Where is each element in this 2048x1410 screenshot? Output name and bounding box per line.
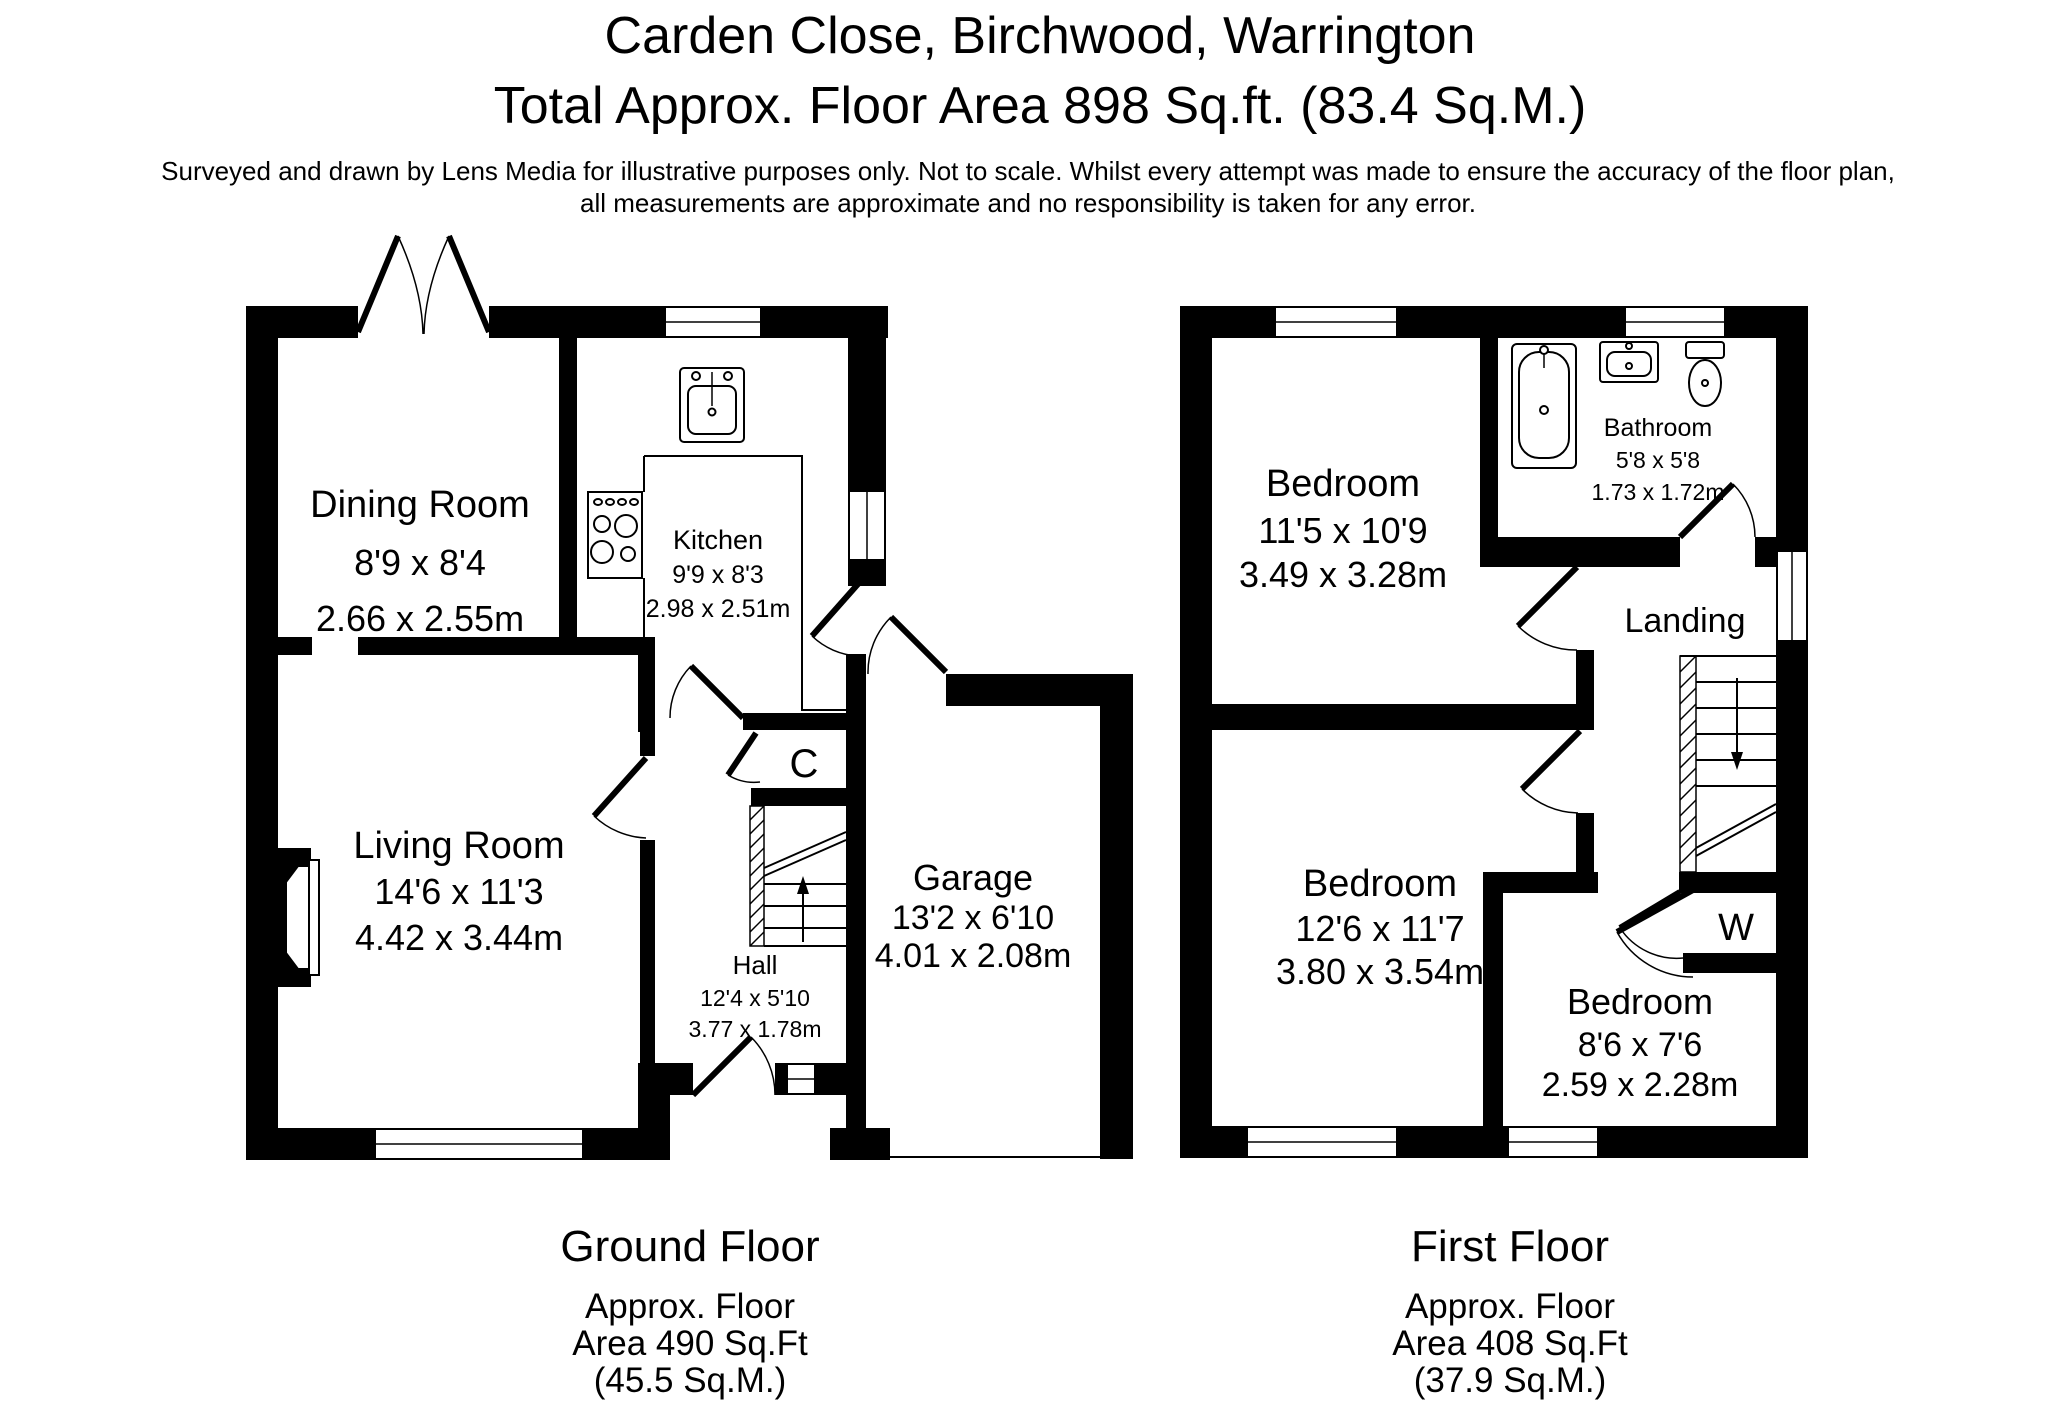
toilet <box>1685 341 1725 407</box>
bedroom3-door <box>1615 887 1695 978</box>
first-floor-area: Approx. Floor Area 408 Sq.Ft (37.9 Sq.M.… <box>1210 1288 1810 1399</box>
kitchen-metric: 2.98 x 2.51m <box>646 595 791 623</box>
living-room-metric: 4.42 x 3.44m <box>355 917 563 958</box>
ground-floor-doors <box>355 234 949 1098</box>
page-subtitle: Total Approx. Floor Area 898 Sq.ft. (83.… <box>493 77 1587 135</box>
ground-floor-area-line1: Approx. Floor <box>584 1287 796 1326</box>
first-floor-windows <box>1246 306 1808 1158</box>
first-floor-room-labels: Bedroom 11'5 x 10'9 3.49 x 3.28m Bathroo… <box>1239 414 1754 1104</box>
ground-floor-label: Ground Floor <box>560 1222 820 1271</box>
kitchen-imperial: 9'9 x 8'3 <box>672 561 764 589</box>
ground-floor-walls <box>246 306 1133 1160</box>
hall-name: Hall <box>733 950 778 980</box>
bedroom2-bottom-window <box>1246 1126 1398 1158</box>
first-floor-plan: Bedroom 11'5 x 10'9 3.49 x 3.28m Bathroo… <box>1180 306 1808 1158</box>
first-floor-area-line1: Approx. Floor <box>1404 1287 1616 1326</box>
kitchen-stove <box>587 491 643 579</box>
first-floor-doors <box>1515 481 1756 978</box>
ground-floor-area-line3: (45.5 Sq.M.) <box>593 1361 787 1400</box>
wardrobe-label: W <box>1718 907 1754 949</box>
ground-floor-area-line2: Area 490 Sq.Ft <box>572 1324 808 1363</box>
bathroom-name: Bathroom <box>1604 414 1712 442</box>
hall-imperial: 12'4 x 5'10 <box>700 985 810 1011</box>
first-floor-label: First Floor <box>1411 1222 1609 1271</box>
hall-passage-door <box>669 663 746 721</box>
stairs-down-arrow <box>1731 678 1743 770</box>
bathroom-door <box>1677 481 1756 540</box>
garage-name: Garage <box>913 857 1033 898</box>
bathroom-fixtures <box>1511 341 1725 469</box>
bathroom-metric: 1.73 x 1.72m <box>1592 479 1725 505</box>
bathroom-imperial: 5'8 x 5'8 <box>1616 447 1700 473</box>
landing-name: Landing <box>1624 602 1745 640</box>
kitchen-fixtures <box>587 367 848 711</box>
dining-room-metric: 2.66 x 2.55m <box>316 598 524 639</box>
bedroom1-name: Bedroom <box>1266 463 1420 505</box>
dining-room-name: Dining Room <box>310 484 530 526</box>
kitchen-top-window <box>664 306 762 338</box>
kitchen-sink <box>679 367 745 443</box>
ground-floor-room-labels: Dining Room 8'9 x 8'4 2.66 x 2.55m Kitch… <box>310 484 1071 1042</box>
bedroom3-name: Bedroom <box>1567 981 1713 1022</box>
bedroom3-imperial: 8'6 x 7'6 <box>1578 1026 1703 1064</box>
landing-side-window <box>1776 550 1808 642</box>
kitchen-name: Kitchen <box>673 525 763 555</box>
bedroom2-imperial: 12'6 x 11'7 <box>1295 908 1464 949</box>
living-room-imperial: 14'6 x 11'3 <box>374 871 543 912</box>
bedroom2-door <box>1519 728 1583 814</box>
bedroom2-name: Bedroom <box>1303 863 1457 905</box>
living-room-door <box>591 755 649 839</box>
kitchen-side-window <box>848 490 886 561</box>
ground-floor-area: Approx. Floor Area 490 Sq.Ft (45.5 Sq.M.… <box>390 1288 990 1399</box>
bedroom3-bottom-window <box>1507 1126 1599 1158</box>
ground-floor-stairs <box>749 805 847 947</box>
wardrobe-door <box>1618 889 1684 960</box>
bedroom1-top-window <box>1274 306 1398 338</box>
garage-imperial: 13'2 x 6'10 <box>892 899 1054 937</box>
garage-metric: 4.01 x 2.08m <box>875 937 1072 975</box>
french-doors <box>355 234 492 335</box>
cupboard-label: C <box>790 742 819 786</box>
dining-room-imperial: 8'9 x 8'4 <box>354 542 486 583</box>
kitchen-counter <box>643 455 848 711</box>
hall-metric: 3.77 x 1.78m <box>689 1016 822 1042</box>
living-room-bay-window <box>285 859 320 976</box>
bedroom2-metric: 3.80 x 3.54m <box>1276 951 1484 992</box>
bedroom3-metric: 2.59 x 2.28m <box>1542 1066 1739 1104</box>
disclaimer-line-1: Surveyed and drawn by Lens Media for ill… <box>161 156 1895 186</box>
bathroom-sink <box>1599 341 1659 383</box>
first-floor-area-line2: Area 408 Sq.Ft <box>1392 1324 1628 1363</box>
page-title: Carden Close, Birchwood, Warrington <box>604 7 1476 65</box>
ground-floor-plan: Dining Room 8'9 x 8'4 2.66 x 2.55m Kitch… <box>246 234 1133 1160</box>
bedroom1-door <box>1515 564 1580 651</box>
ground-floor-windows <box>285 306 886 1160</box>
front-door-sidelight-window <box>786 1063 816 1095</box>
bathtub <box>1511 343 1577 469</box>
bedroom1-imperial: 11'5 x 10'9 <box>1258 510 1427 551</box>
disclaimer-line-2: all measurements are approximate and no … <box>580 188 1476 218</box>
stairs-up-arrow <box>797 876 809 942</box>
first-floor-area-line3: (37.9 Sq.M.) <box>1413 1361 1607 1400</box>
bathroom-top-window <box>1624 306 1726 338</box>
living-room-name: Living Room <box>353 825 564 867</box>
garage-side-door <box>867 614 949 675</box>
kitchen-back-door <box>809 582 861 657</box>
first-floor-stairs <box>1679 655 1777 873</box>
cupboard-door <box>725 731 761 784</box>
bedroom1-metric: 3.49 x 3.28m <box>1239 554 1447 595</box>
first-floor-walls <box>1180 306 1808 1158</box>
living-room-bottom-window <box>374 1128 584 1160</box>
front-door <box>690 1034 776 1098</box>
